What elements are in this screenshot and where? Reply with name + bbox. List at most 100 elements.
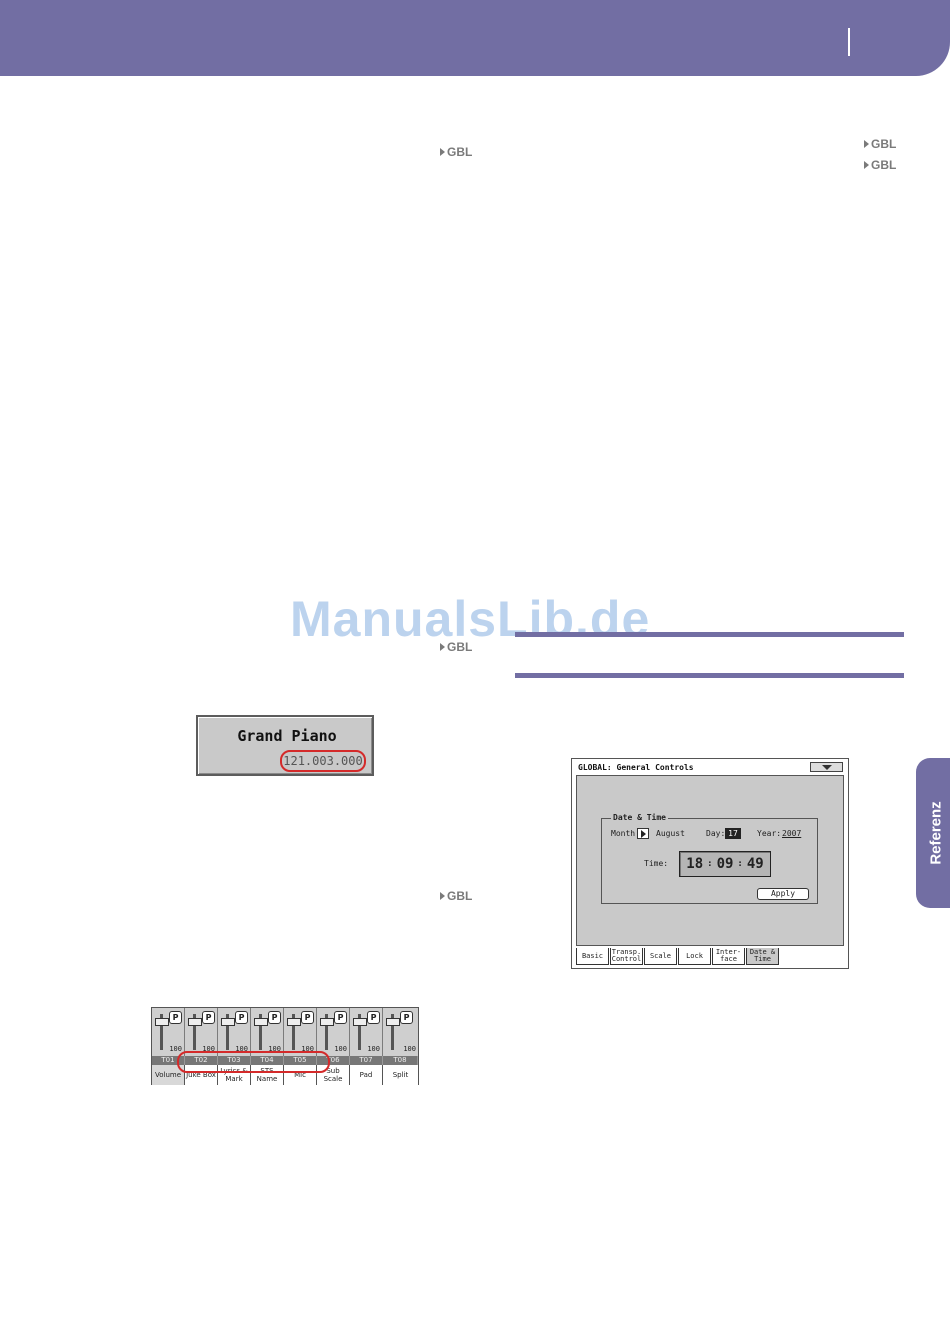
fader-knob[interactable] (221, 1018, 235, 1026)
fader-knob[interactable] (386, 1018, 400, 1026)
fader-knob[interactable] (287, 1018, 301, 1026)
triangle-right-icon (864, 161, 869, 169)
day-label: Day: (706, 829, 726, 838)
mixer-channel-strip[interactable]: P 100 (350, 1008, 383, 1056)
year-field[interactable]: 2007 (782, 829, 802, 838)
volume-value: 100 (301, 1045, 314, 1053)
volume-value: 100 (268, 1045, 281, 1053)
play-status-icon[interactable]: P (400, 1011, 413, 1024)
triangle-right-icon (864, 140, 869, 148)
tab-transp-control[interactable]: Transp. Control (610, 948, 643, 965)
play-status-icon[interactable]: P (202, 1011, 215, 1024)
triangle-right-icon (641, 830, 646, 838)
time-separator: : (737, 859, 743, 869)
fader-track (160, 1014, 163, 1050)
fader-track (391, 1014, 394, 1050)
mixer-tab-pad[interactable]: Pad (350, 1065, 383, 1085)
volume-value: 100 (202, 1045, 215, 1053)
track-label: T06 (317, 1056, 350, 1065)
play-status-icon[interactable]: P (301, 1011, 314, 1024)
track-labels-highlight (177, 1051, 330, 1073)
mixer-channel-strip[interactable]: P 100 (383, 1008, 418, 1056)
sound-name-display: Grand Piano 121.003.000 (196, 715, 374, 776)
page-header-band (0, 0, 950, 76)
mixer-tab-volume[interactable]: Volume (152, 1065, 185, 1085)
time-hours[interactable]: 18 (686, 856, 704, 872)
mixer-tab-juke-box[interactable]: Juke Box (185, 1065, 218, 1085)
year-label: Year: (757, 829, 782, 838)
gbl-marker: GBL (864, 137, 896, 151)
sound-name: Grand Piano (237, 727, 337, 745)
track-label: T08 (383, 1056, 418, 1065)
mixer-channel-strip[interactable]: P 100 (317, 1008, 350, 1056)
tab-scale[interactable]: Scale (644, 948, 677, 965)
triangle-right-icon (440, 148, 445, 156)
volume-value: 100 (403, 1045, 416, 1053)
fader-knob[interactable] (353, 1018, 367, 1026)
fader-knob[interactable] (254, 1018, 268, 1026)
watermark: ManualsLib.de (290, 591, 651, 647)
play-status-icon[interactable]: P (367, 1011, 380, 1024)
section-rule-bottom (515, 673, 904, 678)
day-field[interactable]: 17 (725, 828, 741, 839)
page-menu-button[interactable] (810, 762, 843, 772)
triangle-right-icon (440, 892, 445, 900)
mixer-tab-mic[interactable]: Mic (284, 1065, 317, 1085)
window-title: GLOBAL: General Controls (578, 763, 694, 772)
track-label: T02 (185, 1056, 218, 1065)
gbl-marker: GBL (864, 158, 896, 172)
time-minutes[interactable]: 09 (716, 856, 734, 872)
track-label: T05 (284, 1056, 317, 1065)
chevron-down-icon (822, 765, 832, 770)
side-tab-referenz[interactable]: Referenz (916, 758, 950, 908)
fader-track (226, 1014, 229, 1050)
mixer-channel-strip[interactable]: P 100 (218, 1008, 251, 1056)
month-value[interactable]: August (656, 829, 685, 838)
fader-track (325, 1014, 328, 1050)
tab-date-time[interactable]: Date & Time (746, 948, 779, 965)
header-divider (848, 28, 850, 56)
fader-knob[interactable] (320, 1018, 334, 1026)
fader-track (259, 1014, 262, 1050)
month-selector-button[interactable] (637, 828, 649, 839)
fader-knob[interactable] (155, 1018, 169, 1026)
time-label: Time: (644, 859, 669, 868)
group-title: Date & Time (611, 813, 668, 822)
track-label: T03 (218, 1056, 251, 1065)
side-tab-label: Referenz (927, 801, 945, 865)
window-body: Date & Time Month: August Day: 17 Year: … (576, 775, 844, 946)
gbl-marker: GBL (440, 889, 472, 903)
month-label: Month: (611, 829, 640, 838)
time-field[interactable]: 18 : 09 : 49 (679, 851, 771, 877)
play-status-icon[interactable]: P (235, 1011, 248, 1024)
mixer-channel-strip[interactable]: P 100 (152, 1008, 185, 1056)
fader-track (358, 1014, 361, 1050)
triangle-right-icon (440, 643, 445, 651)
time-separator: : (707, 859, 713, 869)
play-status-icon[interactable]: P (268, 1011, 281, 1024)
tab-lock[interactable]: Lock (678, 948, 711, 965)
gbl-marker: GBL (440, 145, 472, 159)
date-time-group: Date & Time Month: August Day: 17 Year: … (601, 813, 818, 904)
volume-value: 100 (235, 1045, 248, 1053)
tab-interface[interactable]: Inter- face (712, 948, 745, 965)
mixer-channel-strip[interactable]: P 100 (284, 1008, 317, 1056)
mixer-channel-strip[interactable]: P 100 (251, 1008, 284, 1056)
time-seconds[interactable]: 49 (746, 856, 764, 872)
gbl-marker: GBL (440, 640, 472, 654)
apply-button[interactable]: Apply (757, 888, 809, 900)
bank-number-highlight: 121.003.000 (280, 750, 366, 772)
mixer-panel: P 100 P 100 P 100 P 100 P 100 P 100 P 10… (151, 1007, 419, 1085)
fader-track (292, 1014, 295, 1050)
volume-value: 100 (367, 1045, 380, 1053)
track-label: T07 (350, 1056, 383, 1065)
mixer-tab-split[interactable]: Split (383, 1065, 418, 1085)
track-label: T04 (251, 1056, 284, 1065)
mixer-channel-strip[interactable]: P 100 (185, 1008, 218, 1056)
play-status-icon[interactable]: P (169, 1011, 182, 1024)
volume-value: 100 (169, 1045, 182, 1053)
volume-value: 100 (334, 1045, 347, 1053)
tab-basic[interactable]: Basic (576, 948, 609, 965)
fader-knob[interactable] (188, 1018, 202, 1026)
play-status-icon[interactable]: P (334, 1011, 347, 1024)
